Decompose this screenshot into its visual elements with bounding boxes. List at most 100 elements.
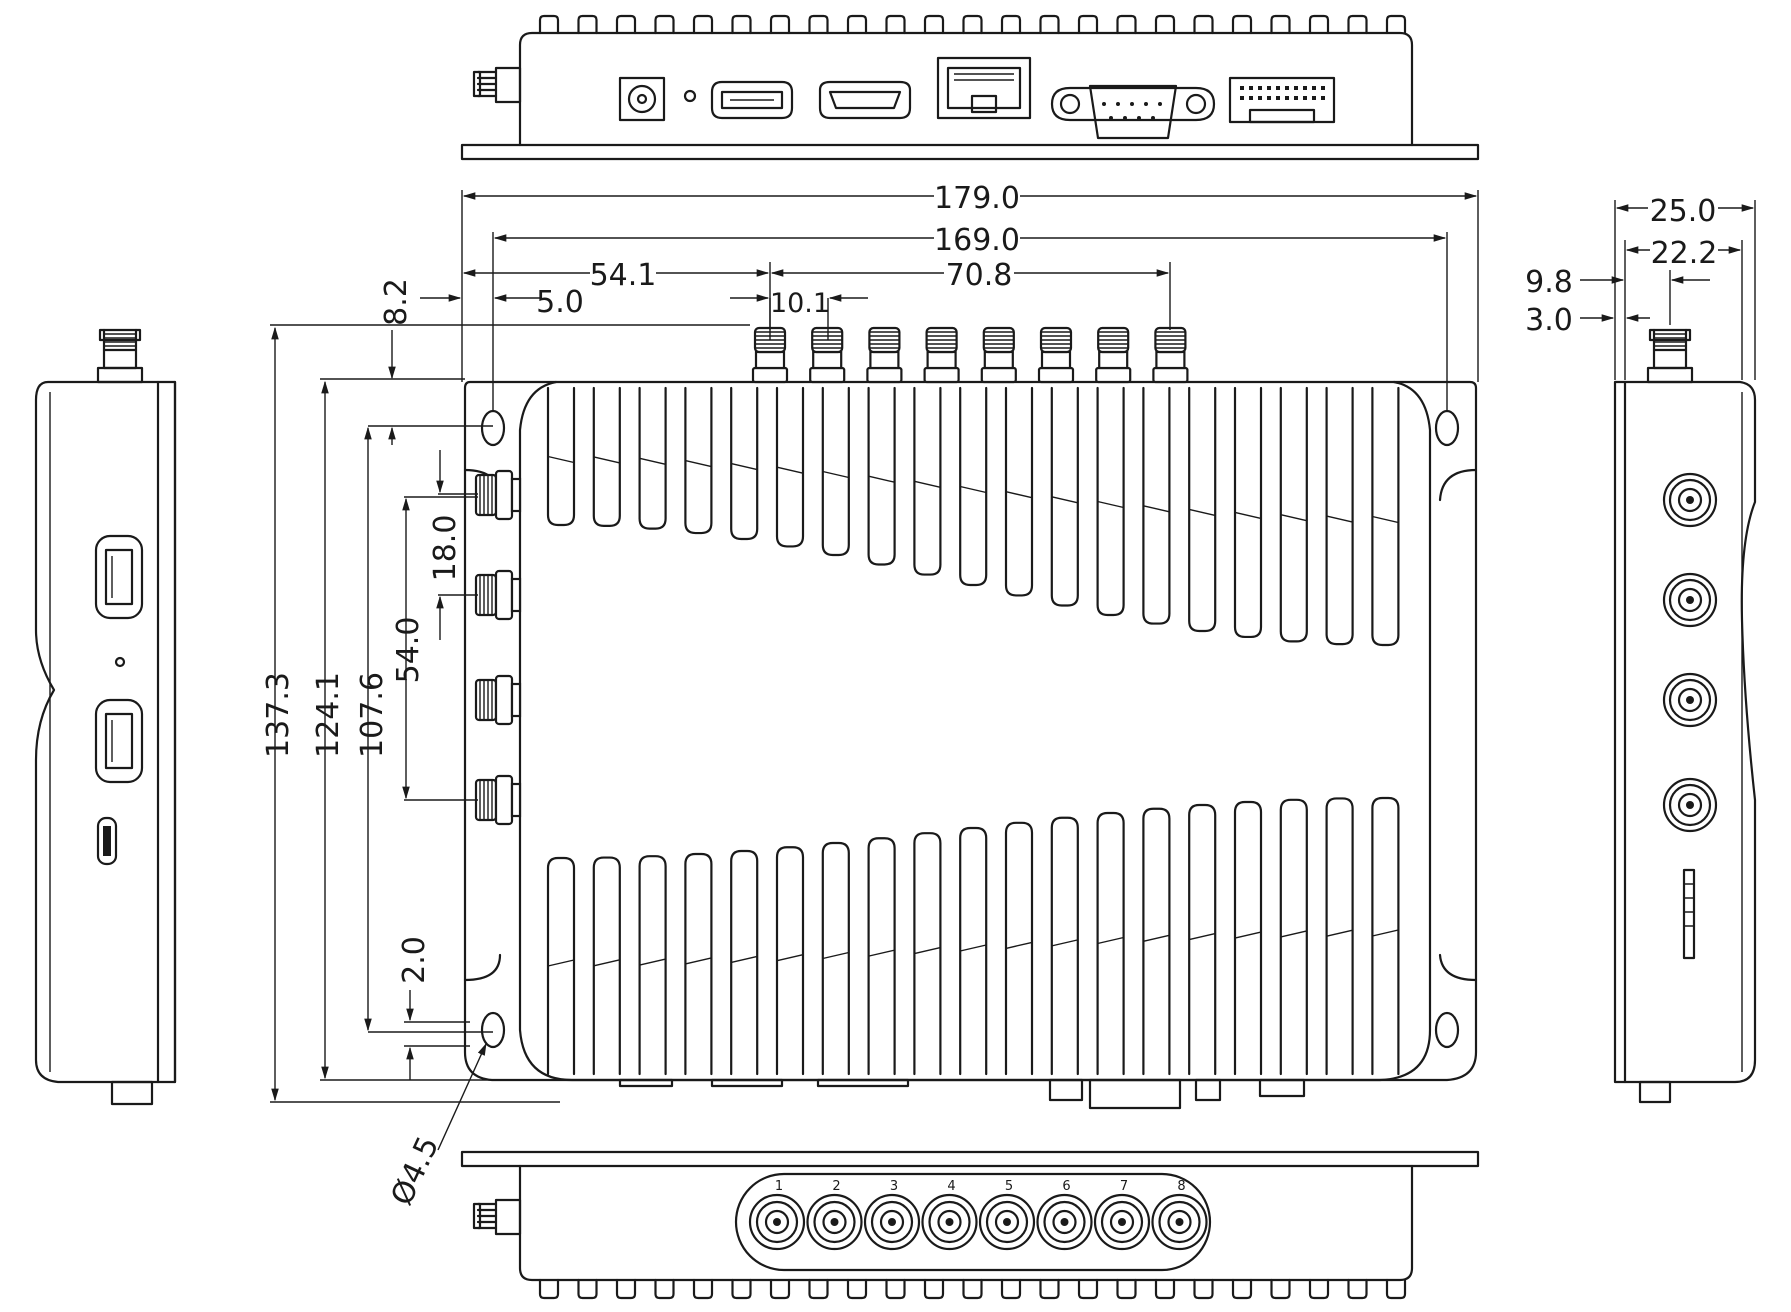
bnc-port-number: 6 <box>1062 1179 1070 1194</box>
gpio-pin <box>1249 86 1253 90</box>
front-fin <box>538 1278 560 1300</box>
sd-card-slot <box>1682 868 1696 960</box>
heatsink-fin-lower <box>1004 821 1034 1076</box>
gpio-pin <box>1258 96 1262 100</box>
heatsink-fin-lower <box>867 837 896 1076</box>
gpio-pin <box>1294 96 1298 100</box>
heatsink-fin-upper <box>1188 386 1217 633</box>
heatsink-fin-upper <box>913 386 942 576</box>
fin-groove <box>776 953 804 962</box>
dim-5-0: 5.0 <box>536 285 584 320</box>
dim-124-1: 124.1 <box>311 672 346 758</box>
bnc-connector: 4 <box>921 1179 978 1251</box>
front-fin <box>769 1278 791 1300</box>
rear-fin <box>731 14 752 35</box>
gpio-pin <box>1285 86 1289 90</box>
heatsink-fin-upper <box>1233 386 1263 639</box>
front-fin <box>1231 1278 1253 1300</box>
bottom-edge-connectors <box>618 1078 1306 1110</box>
rear-fin <box>1193 14 1214 35</box>
gpio-pin <box>1321 96 1325 100</box>
rear-fin <box>1270 14 1291 35</box>
gpio-pin <box>1312 86 1316 90</box>
sma-connector-top <box>980 326 1017 384</box>
heatsink-fin-lower <box>1050 816 1079 1076</box>
dim-8-2: 8.2 <box>379 278 414 326</box>
bnc-port-number: 8 <box>1177 1179 1185 1194</box>
coax-connector-right <box>1662 777 1718 833</box>
usb-port-side-1 <box>94 534 144 620</box>
fin-groove <box>960 944 987 952</box>
mounting-hole-top-right <box>1434 409 1460 447</box>
sma-connector-side <box>474 674 522 726</box>
fin-groove <box>868 949 895 957</box>
fin-groove <box>1097 500 1124 509</box>
bnc-port-number: 5 <box>1005 1179 1013 1194</box>
sma-connector-side <box>474 469 522 521</box>
heatsink-fin-upper <box>1325 386 1354 646</box>
dim-22-2: 22.2 <box>1651 236 1718 271</box>
sma-connector-side <box>474 569 522 621</box>
gpio-header <box>1228 76 1336 124</box>
front-fin <box>962 1278 983 1300</box>
gpio-pin <box>1267 96 1271 100</box>
rear-fin <box>1000 14 1022 35</box>
dim-107-6: 107.6 <box>355 672 390 758</box>
rear-fin <box>885 14 906 35</box>
heatsink-fin-upper <box>959 386 988 587</box>
fin-groove <box>1280 514 1307 522</box>
heatsink-fin-upper <box>730 386 759 541</box>
left-sma-connectors <box>474 469 522 826</box>
fin-groove <box>639 958 666 966</box>
heatsink-fin-upper <box>1279 386 1308 643</box>
dim-2-0: 2.0 <box>397 936 432 984</box>
db9-pin <box>1102 102 1106 106</box>
heatsink-fin-lower <box>1233 800 1263 1076</box>
heatsink-fin-upper <box>546 386 576 527</box>
heatsink-fin-upper <box>1096 386 1125 617</box>
fin-groove <box>1189 932 1216 941</box>
usb-port-side-2 <box>94 698 144 784</box>
fin-groove <box>593 959 620 967</box>
heatsink-fin-upper <box>1050 386 1079 607</box>
front-fin <box>692 1278 714 1300</box>
fin-groove <box>1005 491 1033 499</box>
heatsink-fin-upper <box>775 386 805 548</box>
dim-10-1: 10.1 <box>770 288 830 319</box>
heatsink-fin-lower <box>821 841 850 1076</box>
front-fin <box>654 1278 675 1300</box>
front-fin <box>885 1278 906 1300</box>
front-fin <box>1116 1278 1137 1300</box>
rear-fin <box>1154 14 1176 35</box>
right-side-view: 25.0 22.2 9.8 3.0 <box>1525 193 1757 1104</box>
fin-groove <box>1051 496 1078 504</box>
fin-groove <box>914 480 941 488</box>
rear-fin <box>654 14 675 35</box>
heatsink-fin-lower <box>1096 811 1125 1076</box>
heatsink-fins-lower <box>546 796 1400 1076</box>
left-side-view <box>34 328 177 1106</box>
rear-fin <box>1308 14 1330 35</box>
rear-fin <box>1385 14 1407 35</box>
fin-groove <box>1372 515 1399 524</box>
fin-groove <box>960 485 987 494</box>
gpio-pin <box>1240 96 1244 100</box>
bnc-connector: 7 <box>1093 1179 1151 1251</box>
rear-fin <box>808 14 829 35</box>
heatsink-fin-upper <box>638 386 667 530</box>
db9-pin <box>1116 102 1120 106</box>
rear-fin <box>1231 14 1253 35</box>
fin-groove <box>1005 941 1033 950</box>
fin-groove <box>1234 931 1262 939</box>
front-fin <box>577 1278 598 1300</box>
fin-groove <box>1326 929 1353 937</box>
gpio-pin <box>1240 86 1244 90</box>
gpio-pin <box>1303 96 1307 100</box>
fin-groove <box>914 946 941 955</box>
heatsink-fin-lower <box>730 849 759 1076</box>
rear-fin <box>923 14 945 35</box>
heatsink-fin-lower <box>1371 796 1400 1076</box>
rear-antenna-connector <box>472 66 522 104</box>
dim-54-1: 54.1 <box>590 258 657 293</box>
